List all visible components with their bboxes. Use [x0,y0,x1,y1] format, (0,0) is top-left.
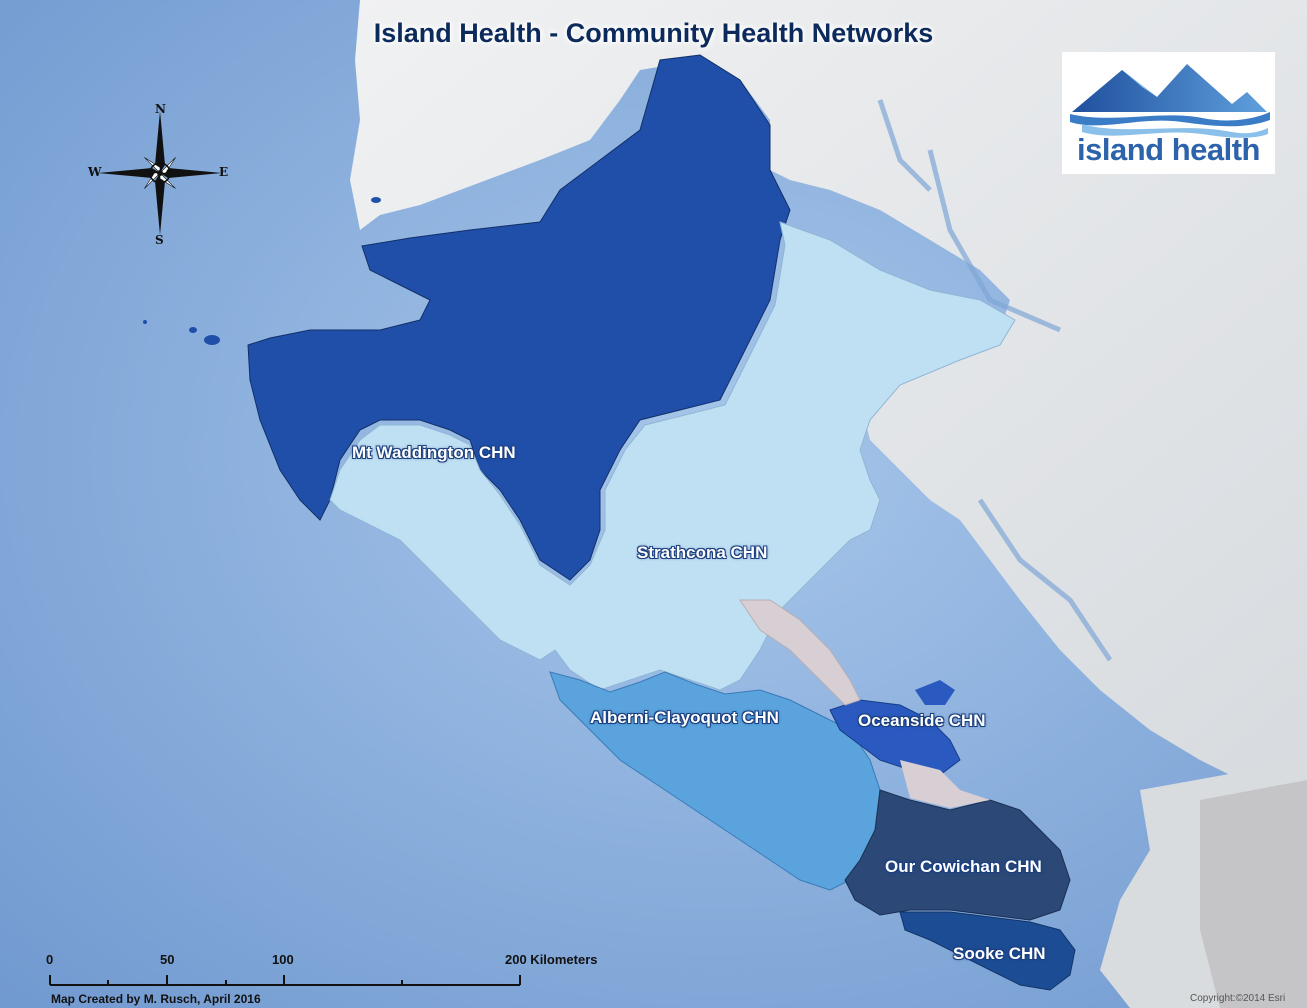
esri-copyright: Copyright:©2014 Esri [1190,993,1286,1004]
label-oceanside: Oceanside CHN [858,711,986,730]
label-mt-waddington: Mt Waddington CHN [352,443,516,462]
compass-south-label: S [155,233,164,247]
label-sooke: Sooke CHN [953,944,1046,963]
scale-tick-0: 0 [46,952,54,967]
mainland [350,0,1307,790]
compass-north-label: N [155,102,166,116]
texada-island [739,599,861,706]
label-strathcona: Strathcona CHN [637,543,768,562]
map-credit: Map Created by M. Rusch, April 2016 [51,992,261,1006]
region-oceanside [829,699,961,776]
small-islands [143,197,381,345]
urban-area [1200,780,1307,1008]
region-mt-waddington [247,54,791,581]
channels [877,99,1113,662]
compass-rose-icon [98,111,222,235]
label-our-cowichan: Our Cowichan CHN [885,857,1042,876]
mountains-waves-logo [1070,64,1270,138]
scale-tick-200-kilometers: 200 Kilometers [505,952,598,967]
island-health-logo: island health [1062,52,1275,174]
logo-wordmark: island health [1077,132,1260,167]
scale-bar [49,975,521,986]
scale-tick-50: 50 [160,952,175,967]
region-strathcona [329,221,1016,691]
label-alberni-clayoquot: Alberni-Clayoquot CHN [590,708,779,727]
region-sooke [899,911,1076,991]
scale-tick-100: 100 [272,952,294,967]
salt-spring-area [900,760,990,808]
oceanside-island [915,680,955,705]
compass-west-label: W [88,165,102,179]
compass-east-label: E [219,165,229,179]
